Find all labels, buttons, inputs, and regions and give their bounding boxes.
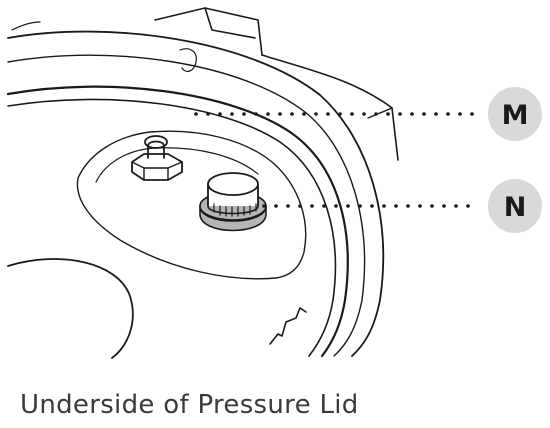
callout-n: N xyxy=(262,179,542,233)
callout-m: M xyxy=(194,87,542,141)
lid-lower-arc xyxy=(7,258,134,359)
gasket xyxy=(6,85,349,358)
lid-inner-plate xyxy=(76,130,307,280)
diagram-caption: Underside of Pressure Lid xyxy=(20,390,359,420)
callout-letter-m: M xyxy=(502,100,529,131)
lid-clip xyxy=(269,307,307,345)
leader-line-m xyxy=(194,112,474,116)
lid-handle xyxy=(154,7,399,161)
steam-release-pin xyxy=(131,135,183,181)
pressure-lid-diagram: M N xyxy=(6,7,542,359)
callout-badge-n xyxy=(488,179,542,233)
leader-line-n xyxy=(262,204,470,208)
float-valve-cap xyxy=(199,172,267,232)
lid-rim xyxy=(7,21,385,357)
callout-badge-m xyxy=(488,87,542,141)
callout-letter-n: N xyxy=(504,192,527,223)
